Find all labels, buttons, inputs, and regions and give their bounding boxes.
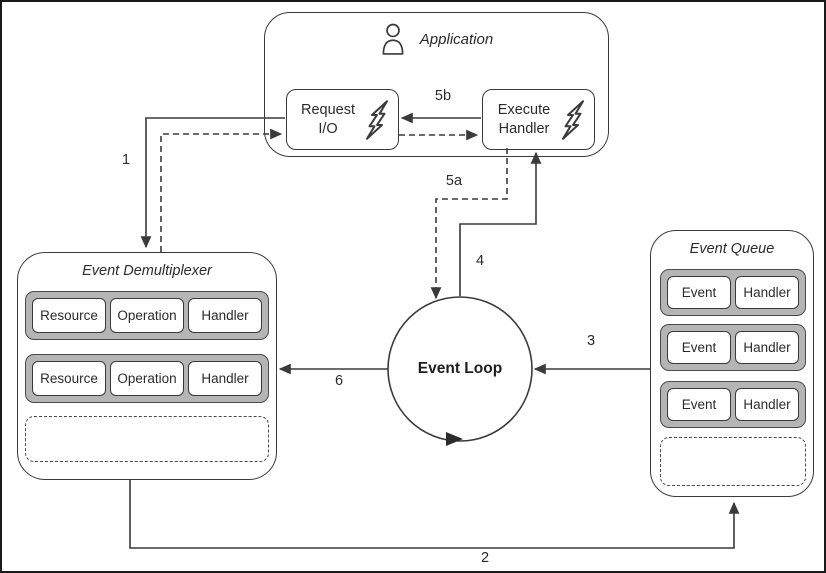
- application-header: Application: [265, 23, 608, 55]
- event-queue-box: Event Queue Event Handler Event Handler …: [650, 230, 814, 497]
- application-box: Application Request I/O Execute Handler: [264, 12, 609, 157]
- arrow-2-demultiplexer-to-queue: [129, 480, 740, 549]
- event-loop-label: Event Loop: [417, 360, 503, 377]
- queue-cell-event: Event: [667, 331, 731, 364]
- arrow-4-loop-to-execute: [459, 151, 542, 296]
- queue-cell-event: Event: [667, 276, 731, 309]
- execute-handler-box: Execute Handler: [482, 89, 595, 150]
- demultiplexer-row: Resource Operation Handler: [25, 291, 269, 340]
- queue-empty-slot: [660, 437, 806, 486]
- event-loop-rotation-arrow-icon: [446, 432, 463, 446]
- demultiplexer-cell-resource: Resource: [32, 298, 106, 333]
- step-label-4: 4: [475, 253, 485, 269]
- queue-cell-event: Event: [667, 388, 731, 421]
- application-title: Application: [419, 30, 494, 48]
- request-io-box: Request I/O: [286, 89, 399, 150]
- event-demultiplexer-box: Event Demultiplexer Resource Operation H…: [17, 252, 277, 480]
- step-label-3: 3: [586, 333, 596, 349]
- person-icon: [382, 23, 404, 55]
- event-demultiplexer-title: Event Demultiplexer: [82, 263, 212, 279]
- demultiplexer-cell-handler: Handler: [188, 298, 262, 333]
- demultiplexer-empty-slot: [25, 416, 269, 462]
- execute-handler-label: Execute Handler: [497, 102, 551, 137]
- queue-row: Event Handler: [660, 324, 806, 371]
- step-label-5b: 5b: [434, 88, 452, 104]
- event-queue-title: Event Queue: [689, 241, 775, 257]
- demultiplexer-cell-handler: Handler: [188, 361, 262, 396]
- arrow-demultiplexer-to-request-dashed: [160, 128, 283, 252]
- arrow-5a-execute-to-loop-dashed: [430, 148, 508, 300]
- demultiplexer-cell-operation: Operation: [110, 298, 184, 333]
- request-io-label: Request I/O: [300, 102, 355, 137]
- step-label-6: 6: [334, 373, 344, 389]
- queue-cell-handler: Handler: [735, 388, 799, 421]
- step-label-2: 2: [480, 550, 490, 566]
- queue-row: Event Handler: [660, 269, 806, 316]
- queue-cell-handler: Handler: [735, 331, 799, 364]
- demultiplexer-row: Resource Operation Handler: [25, 354, 269, 403]
- lightning-bolt-icon: [562, 99, 584, 140]
- demultiplexer-cell-operation: Operation: [110, 361, 184, 396]
- demultiplexer-cell-resource: Resource: [32, 361, 106, 396]
- queue-row: Event Handler: [660, 381, 806, 428]
- lightning-bolt-icon: [366, 99, 388, 140]
- queue-cell-handler: Handler: [735, 276, 799, 309]
- step-label-5a: 5a: [445, 173, 463, 189]
- step-label-1: 1: [121, 152, 131, 168]
